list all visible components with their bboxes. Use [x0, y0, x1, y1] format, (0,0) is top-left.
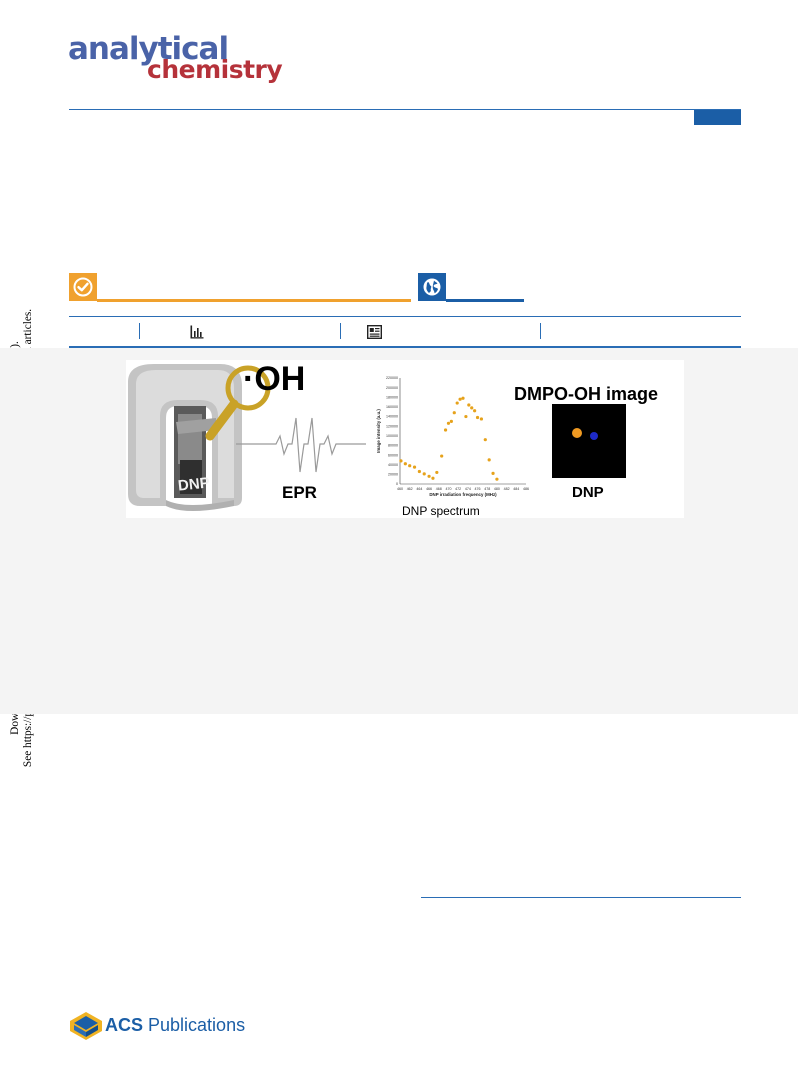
- y-tick-label: 180000: [386, 395, 398, 399]
- radical-label: ·OH: [243, 360, 306, 398]
- publisher-acs: ACS: [105, 1015, 144, 1035]
- x-tick-label: 486: [523, 487, 529, 491]
- image-spot-blue: [590, 432, 598, 440]
- image-title: DMPO-OH image: [514, 384, 659, 404]
- logo-word-chemistry: chemistry: [147, 55, 283, 84]
- data-point: [487, 458, 491, 462]
- data-point: [483, 438, 487, 442]
- y-tick-label: 140000: [386, 415, 398, 419]
- magnet-label: DNP: [177, 474, 211, 495]
- data-point: [452, 411, 456, 415]
- x-tick-label: 484: [513, 487, 519, 491]
- y-tick-label: 160000: [386, 405, 398, 409]
- data-point: [440, 454, 444, 458]
- y-tick-label: 220000: [386, 376, 398, 380]
- y-tick-label: 0: [396, 482, 398, 486]
- data-point: [467, 403, 471, 407]
- x-tick-label: 468: [436, 487, 442, 491]
- data-point: [422, 472, 426, 476]
- dmpo-oh-image-panel: [552, 404, 626, 478]
- x-tick-label: 466: [426, 487, 432, 491]
- data-point: [464, 414, 468, 419]
- data-point: [431, 476, 435, 480]
- data-point: [435, 470, 439, 475]
- epr-label: EPR: [282, 483, 317, 502]
- y-tick-label: 80000: [388, 444, 398, 448]
- x-tick-label: 460: [397, 487, 403, 491]
- y-tick-label: 100000: [386, 434, 398, 438]
- data-point: [399, 459, 403, 463]
- metrics-divider: [139, 323, 140, 339]
- x-tick-label: 482: [504, 487, 510, 491]
- journal-logo: analytical chemistry: [68, 31, 283, 84]
- x-tick-label: 474: [465, 487, 471, 491]
- data-point: [449, 419, 453, 423]
- data-point: [408, 464, 412, 468]
- data-point: [495, 477, 499, 481]
- publisher-publications: Publications: [143, 1015, 246, 1035]
- check-icon: [73, 277, 93, 297]
- cite-this-badge[interactable]: [69, 273, 97, 301]
- data-point: [403, 462, 407, 466]
- y-tick-label: 200000: [386, 386, 398, 390]
- header-rule: [69, 109, 741, 110]
- publisher-name: ACS Publications: [105, 1015, 245, 1036]
- data-point: [458, 397, 462, 401]
- bar-chart-icon[interactable]: [190, 325, 204, 339]
- read-online-underline: [446, 299, 524, 302]
- y-tick-label: 60000: [388, 453, 398, 457]
- metrics-bottom-rule: [69, 346, 741, 348]
- data-point: [491, 471, 495, 475]
- image-label: DNP: [572, 484, 604, 501]
- x-tick-label: 480: [494, 487, 500, 491]
- x-tick-label: 464: [416, 487, 422, 491]
- x-tick-label: 478: [484, 487, 490, 491]
- y-axis-label: Image intensity (a.u.): [376, 409, 381, 453]
- cite-this-underline: [97, 299, 411, 302]
- data-point: [470, 406, 474, 410]
- data-point: [461, 396, 465, 400]
- data-point: [412, 465, 417, 469]
- x-tick-label: 476: [475, 487, 481, 491]
- data-point: [473, 409, 477, 413]
- y-tick-label: 120000: [386, 424, 398, 428]
- spectrum-caption: DNP spectrum: [402, 504, 480, 518]
- dnp-magnet-illustration: [128, 364, 242, 511]
- data-point: [417, 469, 421, 474]
- y-tick-label: 40000: [388, 463, 398, 467]
- globe-icon: [423, 278, 441, 296]
- data-point: [475, 415, 480, 420]
- data-point: [443, 428, 448, 432]
- section-rule: [421, 897, 741, 898]
- data-point: [427, 474, 431, 478]
- y-tick-label: 20000: [388, 473, 398, 477]
- x-tick-label: 472: [455, 487, 461, 491]
- epr-spectrum-trace: [236, 417, 366, 473]
- data-point: [479, 417, 484, 421]
- x-tick-label: 462: [407, 487, 413, 491]
- acs-hexagon-logo: [70, 1012, 102, 1040]
- x-axis-label: DNP irradiation frequency (MHz): [429, 492, 497, 497]
- data-point: [455, 401, 459, 405]
- article-icon[interactable]: [367, 325, 382, 339]
- metrics-divider: [340, 323, 341, 339]
- x-tick-label: 470: [445, 487, 451, 491]
- logo-word-analytical: analytical: [68, 31, 229, 67]
- metrics-top-rule: [69, 316, 741, 317]
- magnifier-icon: [205, 365, 271, 441]
- metrics-divider: [540, 323, 541, 339]
- article-type-tab: [694, 110, 741, 125]
- data-point: [446, 421, 451, 425]
- read-online-badge[interactable]: [418, 273, 446, 301]
- image-spot-orange: [572, 428, 582, 438]
